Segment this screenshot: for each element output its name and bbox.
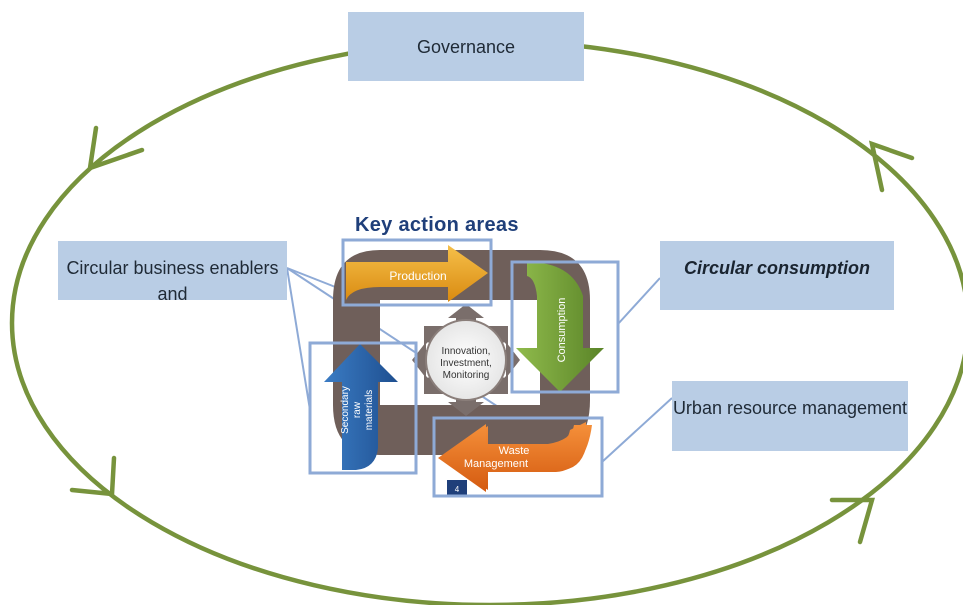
center-label-line3: Monitoring [443, 370, 490, 381]
frame-production [341, 238, 493, 307]
key-action-areas-title: Key action areas [355, 214, 519, 236]
frame-consumption [510, 260, 620, 394]
governance-cycle-ellipse [9, 38, 963, 605]
secondary-arrow [324, 344, 398, 470]
connector-consumption [617, 277, 661, 325]
connector-business-production [286, 267, 344, 291]
center-label-line1: Innovation, [442, 346, 491, 357]
page-number: 4 [455, 485, 460, 494]
secondary-label: Secondary raw materials [340, 386, 375, 434]
arrowhead-bottom-left [69, 455, 117, 497]
circular-consumption-label: Circular consumption [683, 258, 871, 278]
connector-urban [601, 397, 673, 463]
production-label: Production [389, 269, 446, 283]
secondary-label-line2: raw [352, 401, 363, 418]
waste-label-line1: Waste [499, 445, 530, 457]
circular-business-box: Circular business enablers and [58, 241, 287, 300]
secondary-label-line1: Secondary [340, 386, 351, 434]
connector-business-secondary [286, 267, 311, 411]
circular-consumption-box: Circular consumption [660, 241, 894, 310]
waste-arrow-body [438, 424, 592, 492]
arrowhead-top-left [87, 125, 145, 172]
urban-resource-box: Urban resource management [672, 381, 908, 451]
governance-box: Governance [348, 12, 584, 81]
consumption-label: Consumption [556, 298, 568, 363]
secondary-label-line3: materials [364, 390, 375, 431]
governance-label: Governance [416, 36, 516, 57]
urban-resource-label: Urban resource management [672, 398, 908, 418]
arrowhead-bottom-right [829, 497, 875, 545]
circular-business-label: Circular business enablers and [66, 258, 279, 300]
waste-label-line2: Management [464, 458, 528, 470]
highlight-frames [308, 238, 620, 498]
frame-waste [432, 416, 604, 498]
arrowhead-top-right [868, 140, 915, 193]
key-action-areas-graphic: 4 Production Consumption Innovation, Inv… [324, 245, 604, 496]
page-marker [447, 480, 467, 496]
center-label-line2: Investment, [440, 358, 492, 369]
cycle-arrowheads [69, 125, 915, 545]
center-circle [425, 319, 507, 401]
production-arrow [346, 245, 488, 302]
consumption-arrow-body [516, 262, 604, 392]
frame-secondary [308, 341, 418, 475]
